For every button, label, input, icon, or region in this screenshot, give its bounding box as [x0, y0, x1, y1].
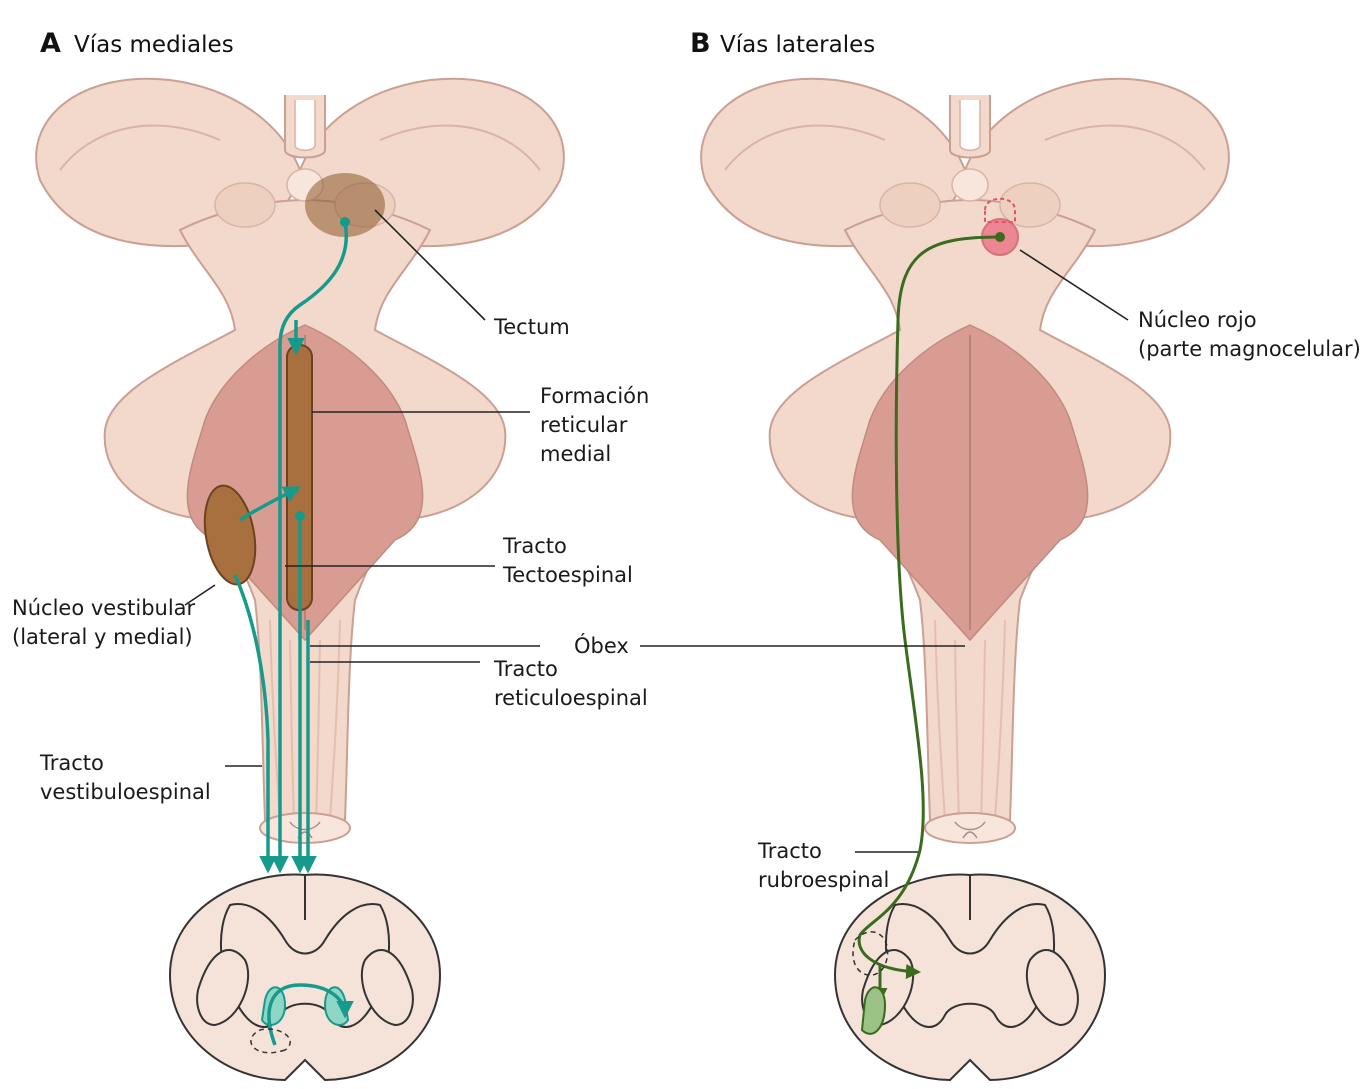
panel-b [701, 79, 1229, 1080]
label-rojo-1: Núcleo rojo [1138, 308, 1257, 332]
label-rubro-1: Tracto [757, 839, 822, 863]
panel-b-title: Vías laterales [720, 32, 875, 58]
label-vestibular-1: Núcleo vestibular [12, 596, 196, 620]
label-tectum: Tectum [493, 315, 570, 339]
panel-a-letter: A [40, 28, 61, 59]
label-reticulo-2: reticuloespinal [494, 686, 648, 710]
label-vestibular-2: (lateral y medial) [12, 625, 193, 649]
label-vestibulo-1: Tracto [39, 751, 104, 775]
label-rojo-2: (parte magnocelular) [1138, 337, 1361, 361]
panel-b-letter: B [690, 28, 711, 59]
label-tecto-1: Tracto [502, 534, 567, 558]
label-rubro-2: rubroespinal [758, 868, 889, 892]
label-formacion-3: medial [540, 442, 611, 466]
label-obex: Óbex [574, 633, 629, 658]
label-formacion-2: reticular [540, 413, 628, 437]
panel-a [36, 79, 564, 1080]
label-reticulo-1: Tracto [493, 657, 558, 681]
label-vestibulo-2: vestibuloespinal [40, 780, 211, 804]
label-formacion-1: Formación [540, 384, 649, 408]
label-tecto-2: Tectoespinal [502, 563, 633, 587]
panel-a-title: Vías mediales [74, 32, 234, 58]
